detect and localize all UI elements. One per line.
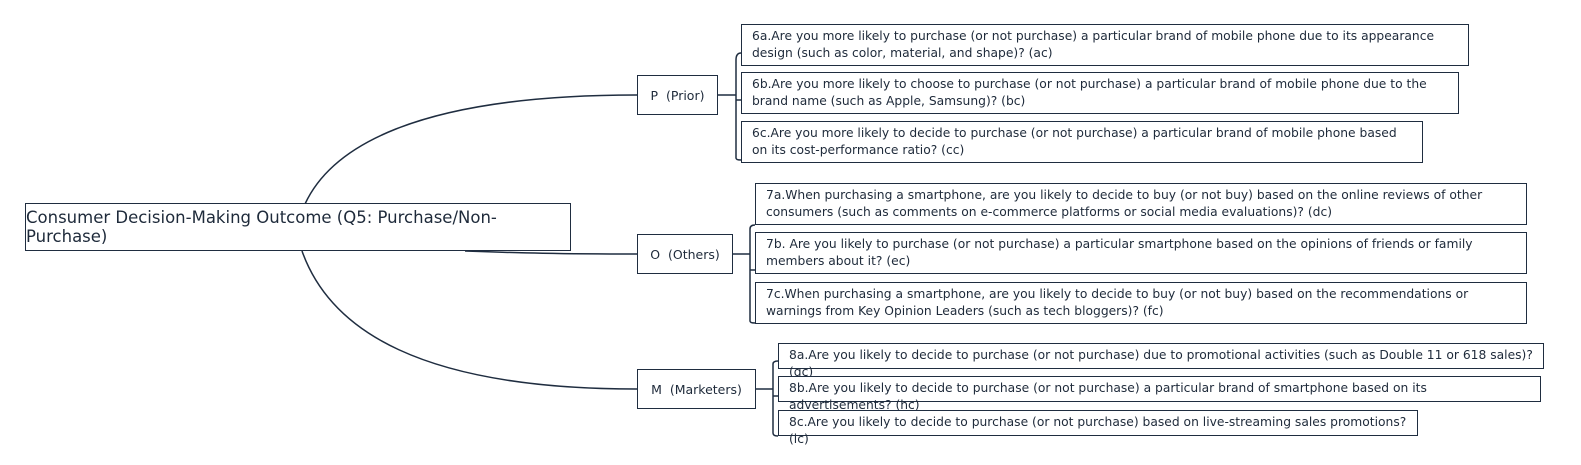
branch-label-marketers: M (Marketers): [651, 381, 742, 397]
question-text-6a: 6a.Are you more likely to purchase (or n…: [752, 29, 1435, 60]
question-text-8c: 8c.Are you likely to decide to purchase …: [789, 415, 1407, 446]
question-node-7a[interactable]: 7a.When purchasing a smartphone, are you…: [755, 183, 1527, 225]
question-text-7b: 7b. Are you likely to purchase (or not p…: [766, 237, 1473, 268]
question-node-8a[interactable]: 8a.Are you likely to decide to purchase …: [778, 343, 1544, 379]
question-node-8c[interactable]: 8c.Are you likely to decide to purchase …: [778, 410, 1418, 446]
branch-node-prior[interactable]: P (Prior): [637, 75, 718, 115]
question-text-8b: 8b.Are you likely to decide to purchase …: [789, 381, 1427, 412]
connector-root-o: [464, 250, 638, 255]
question-text-7c: 7c.When purchasing a smartphone, are you…: [766, 287, 1469, 318]
question-node-6b[interactable]: 6b.Are you more likely to choose to purc…: [741, 72, 1459, 114]
question-node-6a[interactable]: 6a.Are you more likely to purchase (or n…: [741, 24, 1469, 66]
branch-node-others[interactable]: O (Others): [637, 234, 733, 274]
root-node[interactable]: Consumer Decision-Making Outcome (Q5: Pu…: [25, 203, 571, 251]
question-node-8b[interactable]: 8b.Are you likely to decide to purchase …: [778, 376, 1541, 412]
branch-label-prior: P (Prior): [650, 87, 705, 103]
connector-root-p: [304, 94, 638, 205]
question-node-7c[interactable]: 7c.When purchasing a smartphone, are you…: [755, 282, 1527, 324]
branch-label-others: O (Others): [650, 246, 720, 262]
root-node-label: Consumer Decision-Making Outcome (Q5: Pu…: [26, 208, 497, 246]
question-text-6b: 6b.Are you more likely to choose to purc…: [752, 77, 1427, 108]
question-text-6c: 6c.Are you more likely to decide to purc…: [752, 126, 1397, 157]
question-text-7a: 7a.When purchasing a smartphone, are you…: [766, 188, 1483, 219]
branch-node-marketers[interactable]: M (Marketers): [637, 369, 756, 409]
connector-root-m: [301, 250, 638, 390]
question-text-8a: 8a.Are you likely to decide to purchase …: [789, 348, 1533, 379]
question-node-6c[interactable]: 6c.Are you more likely to decide to purc…: [741, 121, 1423, 163]
question-node-7b[interactable]: 7b. Are you likely to purchase (or not p…: [755, 232, 1527, 274]
